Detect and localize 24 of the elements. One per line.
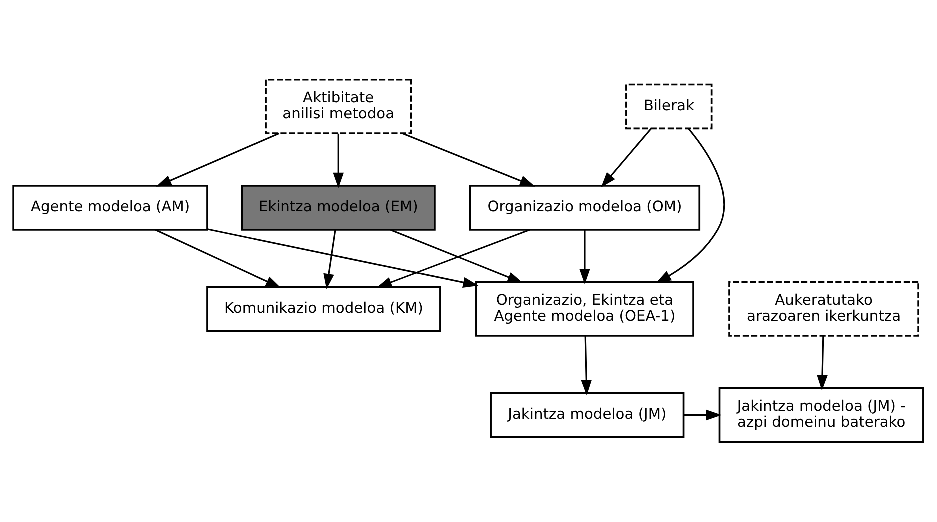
arrow xyxy=(155,229,282,288)
node-box: Ekintza modeloa (EM) xyxy=(241,185,436,231)
arrow xyxy=(601,128,652,188)
arrow xyxy=(208,228,479,288)
arrow xyxy=(684,410,722,421)
node-box: Jakintza modeloa (JM) xyxy=(490,392,685,438)
node-box: Organizazio modeloa (OM) xyxy=(469,185,701,231)
node-box: Bilerak xyxy=(626,84,713,130)
arrow xyxy=(402,132,536,187)
arrow xyxy=(156,132,280,187)
arrow xyxy=(656,128,726,284)
node-box: Komunikazio modeloa (KM) xyxy=(206,286,442,332)
arrow xyxy=(817,336,828,391)
arrow xyxy=(580,230,590,285)
node-box: Aktibitate anilisi metodoa xyxy=(265,78,412,134)
node-box: Aukeratutako arazoaren ikerkuntza xyxy=(728,281,920,337)
arrow xyxy=(581,336,592,396)
arrow xyxy=(390,229,524,284)
arrow xyxy=(333,134,344,188)
node-box: Organizazio, Ekintza eta Agente modeloa (OEA-1) xyxy=(476,281,694,337)
node-box: Agente modeloa (AM) xyxy=(12,185,208,231)
arrow xyxy=(324,230,336,290)
arrow xyxy=(376,229,530,288)
node-box: Jakintza modeloa (JM) - azpi domeinu baterako xyxy=(718,388,924,444)
